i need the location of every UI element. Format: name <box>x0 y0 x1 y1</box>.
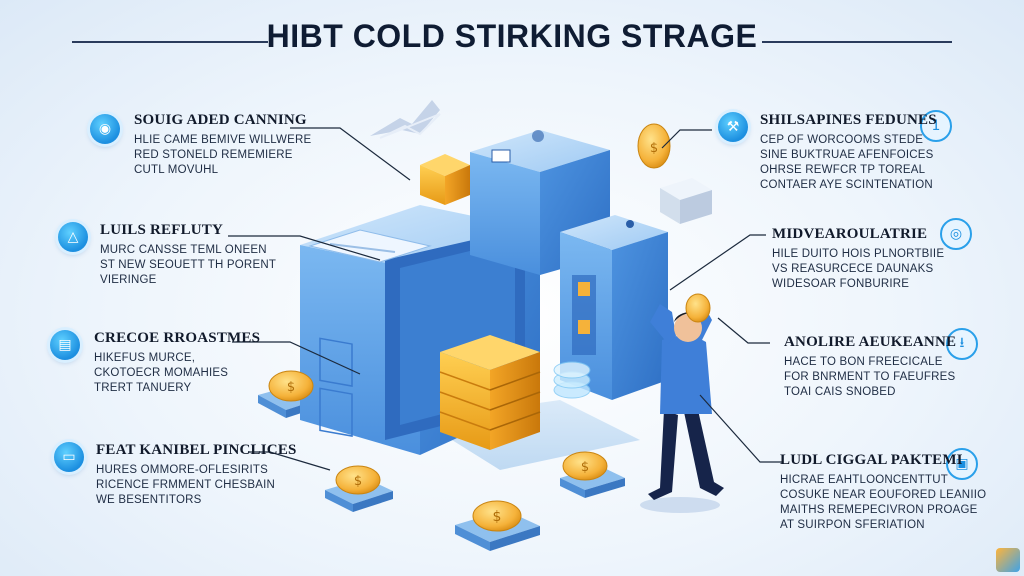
gold-bars-stack <box>439 335 541 450</box>
person-holding-coin <box>640 293 724 513</box>
callout-text: VIERINGE <box>100 274 157 286</box>
callout-text: CONTAER AYE SCINTENATION <box>760 179 933 191</box>
callout-text: FOR BNRMENT TO FAEUFRES <box>784 371 956 383</box>
callout-text: HACE TO BON FREECICALE <box>784 356 943 368</box>
callout-left-2: LUILS REFLUTY MURC CANSSE TEML ONEEN ST … <box>100 222 330 288</box>
card-icon: ▭ <box>54 442 84 472</box>
callout-text: VS REASURCECE DAUNAKS <box>772 263 934 275</box>
callout-text: HILE DUITO HOIS PLNORTBIIE <box>772 248 945 260</box>
callout-left-1: SOUIG ADED CANNING HLIE CAME BEMIVE WILL… <box>134 112 364 178</box>
title-rule-right <box>762 41 952 43</box>
coins: $ $ $ $ $ <box>268 123 671 532</box>
small-device-icon <box>660 178 712 224</box>
download-icon: ⭳ <box>946 328 978 360</box>
gold-cube <box>420 154 470 205</box>
callout-heading: LUDL CIGGAL PAKTEMI <box>780 452 963 468</box>
callout-text: WIDESOAR FONBURIRE <box>772 278 910 290</box>
callout-heading: ANOLIRE AEUKEANNE <box>784 334 957 350</box>
callout-text: SINE BUKTRUAE AFENFOICES <box>760 149 934 161</box>
callout-text: MAITHS REMEPECIVRON PROAGE <box>780 504 978 516</box>
callout-heading: CRECOE RROASTMES <box>94 330 261 346</box>
callout-text: RICENCE FRMMENT CHESBAIN <box>96 479 276 491</box>
calculator-icon: ▤ <box>50 330 80 360</box>
callout-text: COSUKE NEAR EOUFORED LEANIIO <box>780 489 987 501</box>
callout-right-3: ANOLIRE AEUKEANNE HACE TO BON FREECICALE… <box>784 334 1014 400</box>
svg-text:$: $ <box>493 509 502 525</box>
callout-text: HICRAE EAHTLOONCENTTUT <box>780 474 948 486</box>
callout-heading: SOUIG ADED CANNING <box>134 112 307 128</box>
callout-text: CEP OF WORCOOMS STEDE <box>760 134 924 146</box>
callout-right-1: SHILSAPINES FEDUNES CEP OF WORCOOMS STED… <box>760 112 990 193</box>
page-title: HIBT COLD STIRKING STRAGE <box>266 18 758 54</box>
svg-text:$: $ <box>354 474 362 489</box>
callout-heading: MIDVEAROULATRIE <box>772 226 928 242</box>
callout-text: HLIE CAME BEMIVE WILLWERE <box>134 134 312 146</box>
callout-right-4: LUDL CIGGAL PAKTEMI HICRAE EAHTLOONCENTT… <box>780 452 1010 533</box>
svg-text:$: $ <box>581 460 589 475</box>
settings-icon: ◎ <box>940 218 972 250</box>
callout-text: TRERT TANUERY <box>94 382 192 394</box>
callout-text: TOAI CAIS SNOBED <box>784 386 896 398</box>
title-rule-left <box>72 41 268 43</box>
callout-text: HURES OMMORE-OFLESIRITS <box>96 464 269 476</box>
callout-left-4: FEAT KANIBEL PINCLICES HURES OMMORE-OFLE… <box>96 442 326 508</box>
callout-heading: SHILSAPINES FEDUNES <box>760 112 937 128</box>
callout-text: MURC CANSSE TEML ONEEN <box>100 244 267 256</box>
callout-text: HIKEFUS MURCE, <box>94 352 196 364</box>
svg-text:$: $ <box>650 141 658 156</box>
callout-text: RED STONELD REMEMIERE <box>134 149 293 161</box>
callout-text: CUTL MOVUHL <box>134 164 219 176</box>
callout-text: CKOTOECR MOMAHIES <box>94 367 229 379</box>
glass-coin-stack <box>553 361 591 399</box>
mountain-chart-icon <box>370 100 441 139</box>
callout-left-3: CRECOE RROASTMES HIKEFUS MURCE, CKOTOECR… <box>94 330 324 396</box>
title-bar: HIBT COLD STIRKING STRAGE <box>0 14 1024 64</box>
callout-text: ST NEW SEOUETT TH PORENT <box>100 259 277 271</box>
callout-heading: LUILS REFLUTY <box>100 222 224 238</box>
callout-text: AT SUIRPON SFERIATION <box>780 519 925 531</box>
shield-icon: ◉ <box>90 114 120 144</box>
corner-logo-icon <box>996 548 1020 572</box>
side-cabinet <box>560 215 668 400</box>
callout-right-2: MIDVEAROULATRIE HILE DUITO HOIS PLNORTBI… <box>772 226 1002 292</box>
callout-heading: FEAT KANIBEL PINCLICES <box>96 442 297 458</box>
svg-text:$: $ <box>287 380 295 395</box>
network-icon: △ <box>58 222 88 252</box>
callout-text: OHRSE REWFCR TP TOREAL <box>760 164 926 176</box>
callout-connectors <box>228 127 782 471</box>
callout-text: WE BESENTITORS <box>96 494 202 506</box>
number-badge: 1 <box>920 110 952 142</box>
lock-icon: ▣ <box>946 448 978 480</box>
tool-icon: ⚒ <box>718 112 748 142</box>
